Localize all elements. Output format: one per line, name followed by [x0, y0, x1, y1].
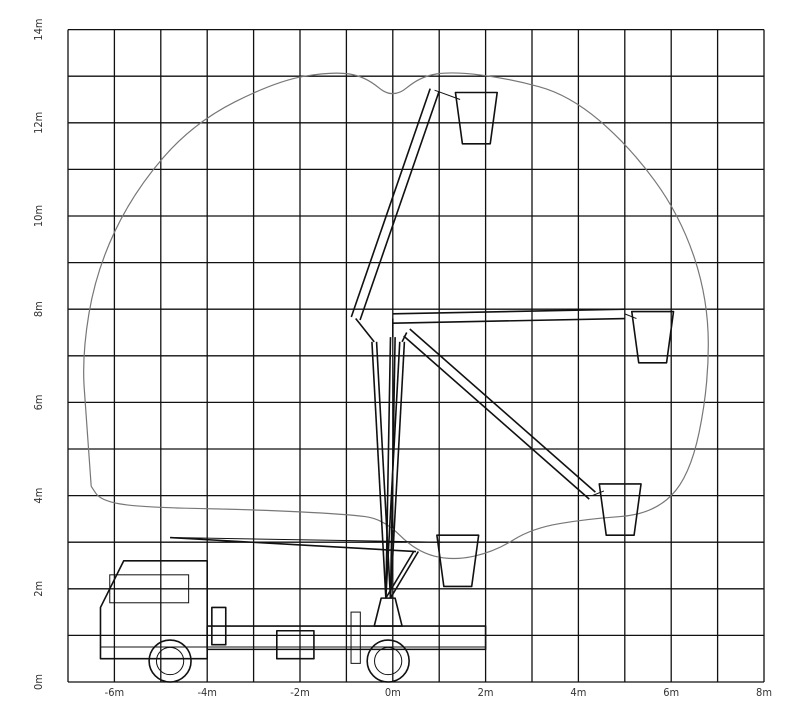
upper-boom-arm	[359, 91, 440, 321]
upper-boom-arm	[350, 88, 431, 318]
basket-link	[170, 537, 442, 543]
turret	[373, 597, 403, 627]
elbow-link	[170, 536, 417, 553]
lower-boom-arm	[385, 551, 415, 599]
x-tick-label: 8m	[756, 686, 772, 699]
work-basket	[454, 91, 499, 145]
upper-boom-arm	[409, 328, 596, 493]
x-tick-label: -4m	[197, 686, 217, 699]
work-basket	[598, 483, 642, 537]
y-tick-label: 8m	[32, 301, 45, 317]
x-tick-label: 2m	[478, 686, 494, 699]
truck-wheel	[366, 639, 410, 683]
x-tick-label: -6m	[105, 686, 125, 699]
work-basket	[436, 534, 480, 588]
upper-boom-arm	[392, 308, 625, 315]
upper-boom-arm	[392, 317, 625, 324]
x-tick-label: 4m	[570, 686, 586, 699]
lower-boom-arm	[385, 337, 392, 599]
truck-wheel	[148, 639, 192, 683]
boom-diagonal	[385, 328, 642, 599]
y-tick-label: 2m	[32, 581, 45, 597]
y-tick-label: 14m	[32, 18, 45, 40]
x-tick-label: 6m	[663, 686, 679, 699]
cab-window	[109, 574, 190, 604]
lower-boom-arm	[389, 341, 406, 599]
basket-link	[624, 313, 637, 319]
aerial-platform-drawing	[99, 88, 675, 683]
wheel-hub	[155, 646, 185, 676]
tank	[211, 606, 227, 646]
wheel-hub	[374, 646, 403, 676]
work-basket	[630, 310, 675, 364]
y-tick-label: 12m	[32, 112, 45, 134]
lower-boom-arm	[371, 341, 387, 599]
elbow-link	[355, 318, 375, 343]
x-tick-label: -2m	[290, 686, 310, 699]
outrigger	[350, 611, 361, 664]
lower-boom-arm	[389, 551, 420, 599]
y-tick-label: 0m	[32, 674, 45, 690]
x-axis-tick-labels: -6m -4m -2m 0m 2m 4m 6m 8m	[105, 686, 772, 699]
y-tick-label: 4m	[32, 488, 45, 504]
y-axis-tick-labels: 0m 2m 4m 6m 8m 10m 12m 14m	[32, 18, 45, 689]
upper-boom-arm	[403, 335, 590, 500]
truck-chassis	[206, 625, 487, 651]
storage-box	[275, 629, 315, 660]
working-envelope-layer	[83, 72, 709, 560]
grid	[67, 28, 765, 683]
working-envelope-curve	[83, 72, 709, 560]
y-tick-label: 10m	[32, 205, 45, 227]
x-tick-label: 0m	[385, 686, 401, 699]
truck-cab	[99, 560, 208, 660]
lower-boom-arm	[385, 341, 401, 599]
boom-transport	[170, 534, 480, 599]
boom-max-height	[350, 88, 499, 599]
basket-link	[592, 490, 605, 497]
y-tick-label: 6m	[32, 394, 45, 410]
